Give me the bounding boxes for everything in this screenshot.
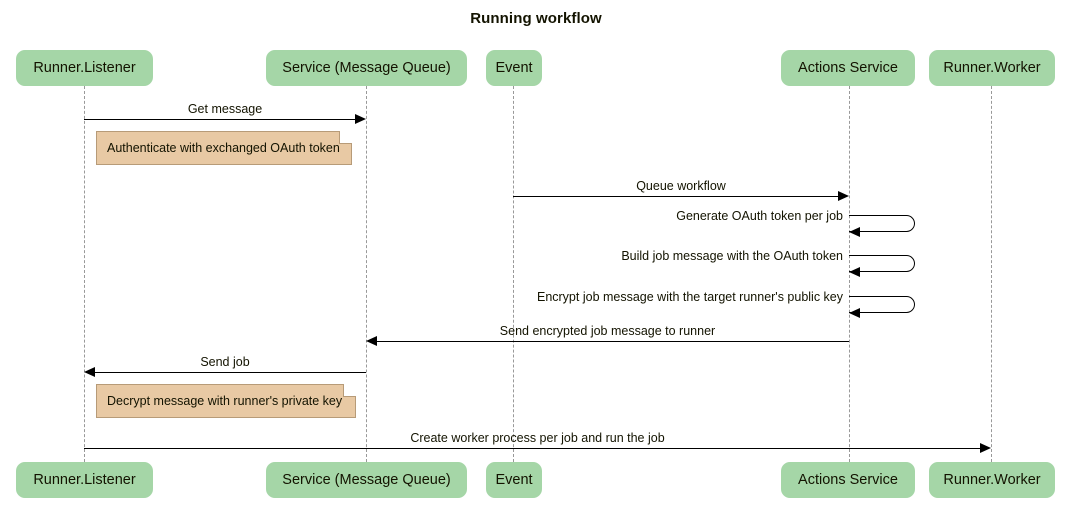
lifeline-service-message-queue	[366, 86, 367, 462]
participant-actions-service-bottom[interactable]: Actions Service	[781, 462, 915, 498]
self-loop-generate-oauth-token-per-job	[849, 215, 915, 232]
participant-runner-listener-top[interactable]: Runner.Listener	[16, 50, 153, 86]
arrow-head-build-job-message-with-oauth-token	[849, 266, 860, 277]
note-text: Authenticate with exchanged OAuth token	[107, 141, 340, 155]
arrow-head-send-job	[84, 366, 95, 377]
participant-event-bottom[interactable]: Event	[486, 462, 542, 498]
participant-runner-listener-bottom[interactable]: Runner.Listener	[16, 462, 153, 498]
message-line-send-job	[95, 372, 366, 373]
note-fold-corner	[339, 131, 352, 144]
note-authenticate-with-exchanged-oauth-token: Authenticate with exchanged OAuth token	[96, 131, 352, 165]
note-fold-corner	[343, 384, 356, 397]
message-label-queue-workflow: Queue workflow	[636, 179, 726, 193]
message-label-send-encrypted-job-message-to-runner: Send encrypted job message to runner	[499, 324, 716, 338]
note-text: Decrypt message with runner's private ke…	[107, 394, 343, 408]
participant-runner-worker-top[interactable]: Runner.Worker	[929, 50, 1055, 86]
arrow-head-get-message	[355, 113, 366, 124]
page-title: Running workflow	[470, 10, 602, 27]
arrow-head-create-worker-process-per-job	[980, 442, 991, 453]
message-line-create-worker-process-per-job	[84, 448, 981, 449]
message-label-generate-oauth-token-per-job: Generate OAuth token per job	[676, 209, 843, 223]
arrow-head-queue-workflow	[838, 190, 849, 201]
message-label-build-job-message-with-oauth-token: Build job message with the OAuth token	[621, 249, 843, 263]
note-decrypt-message-with-runners-private-key: Decrypt message with runner's private ke…	[96, 384, 356, 418]
lifeline-runner-listener	[84, 86, 85, 462]
message-label-send-job: Send job	[200, 355, 250, 369]
lifeline-event	[513, 86, 514, 462]
participant-event-top[interactable]: Event	[486, 50, 542, 86]
participant-runner-worker-bottom[interactable]: Runner.Worker	[929, 462, 1055, 498]
self-loop-build-job-message-with-oauth-token	[849, 255, 915, 272]
participant-service-message-queue-bottom[interactable]: Service (Message Queue)	[266, 462, 467, 498]
arrow-head-generate-oauth-token-per-job	[849, 226, 860, 237]
message-label-create-worker-process-per-job: Create worker process per job and run th…	[410, 431, 665, 445]
participant-actions-service-top[interactable]: Actions Service	[781, 50, 915, 86]
self-loop-encrypt-job-message-with-public-key	[849, 296, 915, 313]
message-line-get-message	[84, 119, 356, 120]
arrow-head-send-encrypted-job-message-to-runner	[366, 335, 377, 346]
message-line-send-encrypted-job-message-to-runner	[377, 341, 849, 342]
message-line-queue-workflow	[513, 196, 839, 197]
message-label-get-message: Get message	[187, 102, 263, 116]
lifeline-runner-worker	[991, 86, 992, 462]
arrow-head-encrypt-job-message-with-public-key	[849, 307, 860, 318]
participant-service-message-queue-top[interactable]: Service (Message Queue)	[266, 50, 467, 86]
message-label-encrypt-job-message-with-public-key: Encrypt job message with the target runn…	[536, 290, 843, 304]
